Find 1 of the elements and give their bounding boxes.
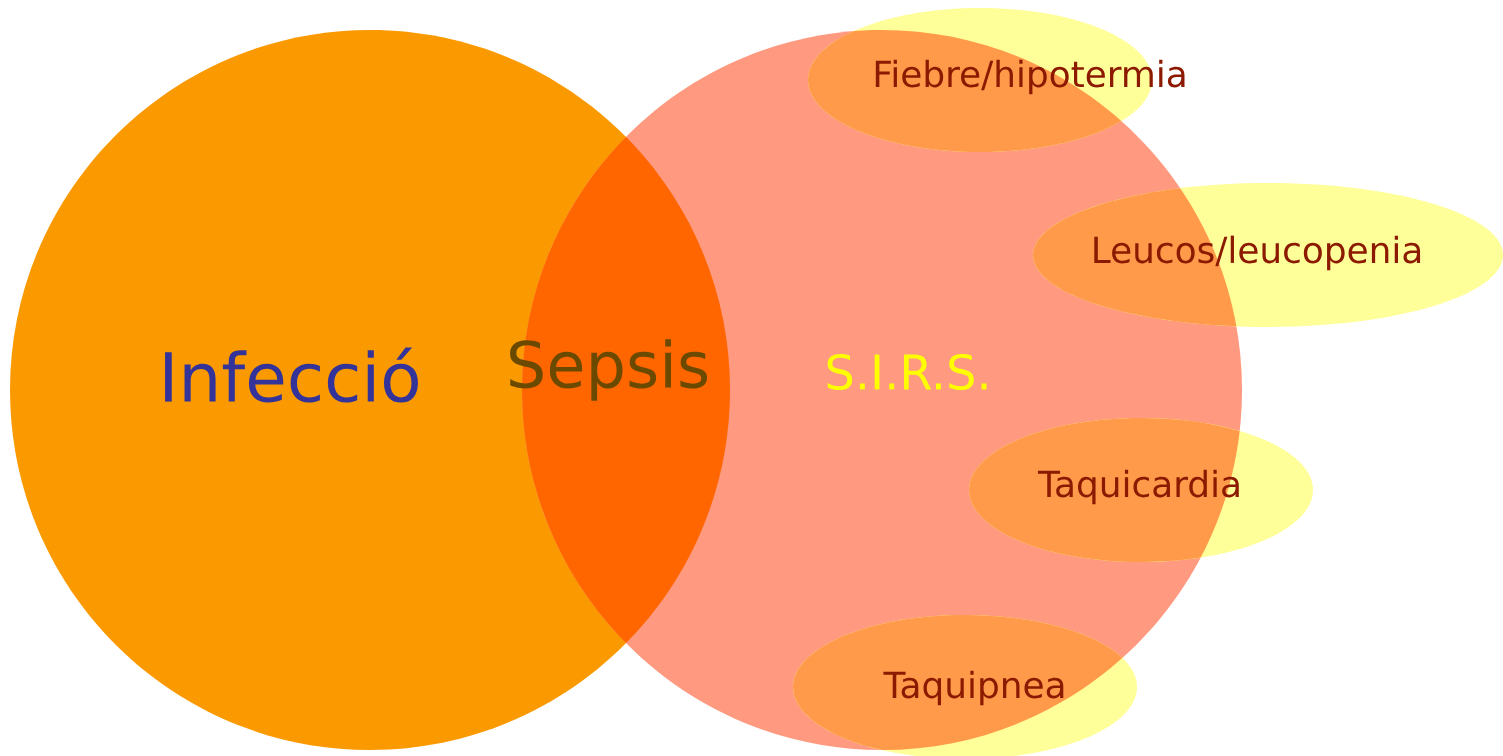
region-label: Sepsis [510,339,708,401]
